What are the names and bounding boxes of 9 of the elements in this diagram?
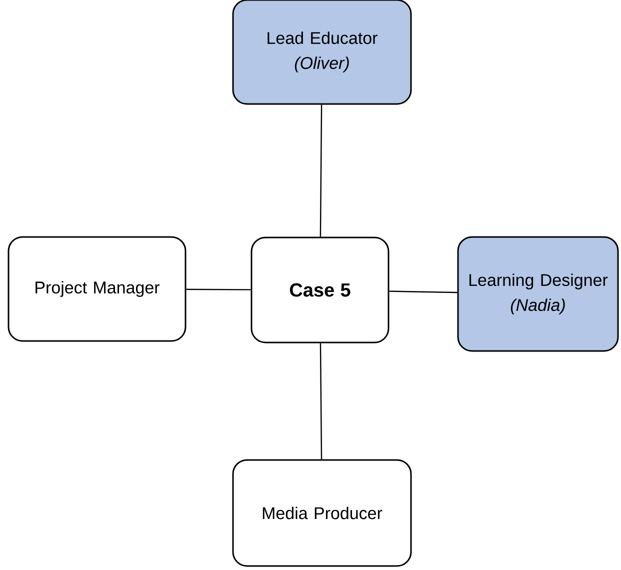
role-box: Lead Educator (Oliver) — [232, 0, 412, 105]
connector-line — [186, 288, 251, 290]
role-box: Project Manager — [8, 236, 186, 342]
center-box: Case 5 — [250, 236, 390, 344]
role-box: Media Producer — [232, 459, 412, 567]
connector-line — [320, 104, 322, 237]
connector-line — [389, 290, 458, 294]
connector-line — [320, 343, 322, 460]
role-box: Learning Designer (Nadia) — [457, 236, 619, 352]
